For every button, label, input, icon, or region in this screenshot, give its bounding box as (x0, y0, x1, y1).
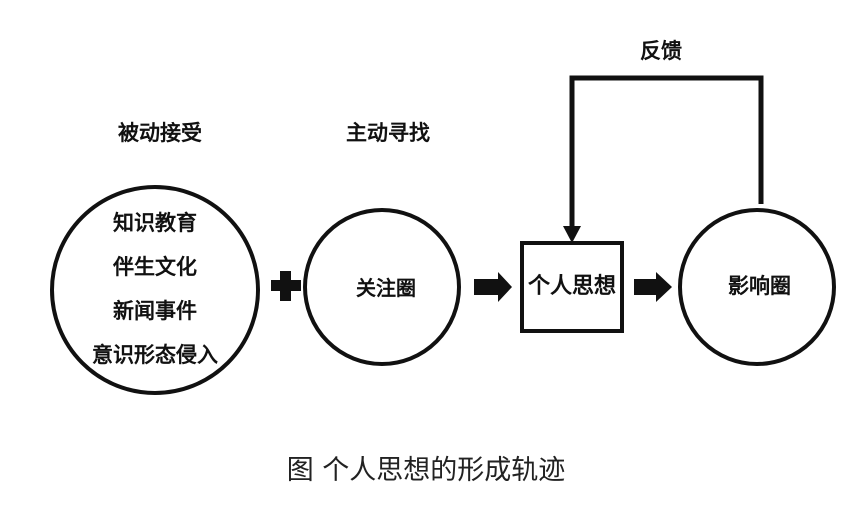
circle-of-influence-circle (678, 208, 836, 366)
plus-icon (271, 271, 301, 301)
right-arrow-icon (474, 272, 512, 302)
active-seeking-header: 主动寻找 (346, 121, 430, 145)
passive-item-news-events: 新闻事件 (113, 299, 197, 323)
passive-item-ideological-intrusion: 意识形态侵入 (92, 343, 218, 367)
passive-item-knowledge-education: 知识教育 (113, 211, 197, 235)
feedback-arrowhead-icon (563, 226, 581, 243)
circle-of-concern-label: 关注圈 (356, 276, 416, 300)
circle-of-concern-circle (303, 208, 461, 366)
passive-intake-ellipse (50, 185, 260, 395)
passive-intake-header: 被动接受 (118, 121, 202, 145)
feedback-loop-line (569, 75, 764, 228)
passive-item-accompanying-culture: 伴生文化 (113, 255, 197, 279)
personal-thought-label: 个人思想 (528, 274, 617, 299)
circle-of-influence-label: 影响圈 (728, 274, 791, 298)
figure-caption: 图 个人思想的形成轨迹 (286, 455, 566, 486)
feedback-label: 反馈 (640, 39, 682, 63)
right-arrow-icon (634, 272, 672, 302)
